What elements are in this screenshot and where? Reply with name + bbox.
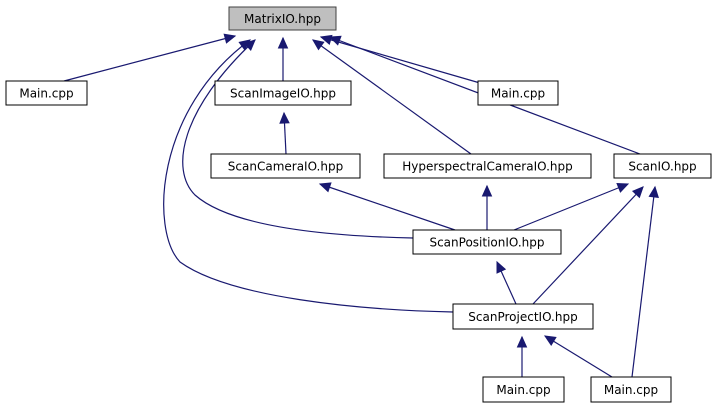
arrowhead	[312, 39, 325, 51]
node-box	[412, 229, 562, 255]
arrowhead	[516, 335, 528, 348]
arrowhead	[279, 111, 290, 124]
arrowhead	[543, 335, 557, 346]
node-main3[interactable]: Main.cpp	[482, 376, 565, 403]
node-scanio[interactable]: ScanIO.hpp	[613, 153, 712, 179]
node-label: Main.cpp	[604, 383, 658, 397]
node-box	[590, 376, 672, 403]
node-label: MatrixIO.hpp	[244, 12, 321, 26]
edge-main4-to-scanio	[631, 185, 659, 378]
edge-main2-to-matrixio	[319, 34, 481, 84]
arrowhead	[223, 33, 237, 44]
edge-scanprojectio-to-matrixio	[163, 39, 454, 313]
node-box	[214, 80, 352, 106]
edge-scanpositionio-to-scanio	[513, 183, 630, 231]
arrowhead	[277, 36, 289, 49]
edge-scanprojectio-to-scanpositionio	[496, 260, 517, 305]
node-scanimageio[interactable]: ScanImageIO.hpp	[214, 80, 352, 106]
edge-scanimageio-to-matrixio	[277, 36, 289, 81]
edge-scanpositionio-to-hyperspectralcameraio	[481, 184, 493, 230]
arrowhead	[243, 39, 256, 52]
node-label: ScanPositionIO.hpp	[429, 236, 544, 250]
node-box	[210, 153, 361, 179]
node-scanpositionio[interactable]: ScanPositionIO.hpp	[412, 229, 562, 255]
node-hyperspectralcameraio[interactable]: HyperspectralCameraIO.hpp	[383, 153, 592, 179]
node-box	[452, 303, 594, 330]
node-box	[482, 376, 565, 403]
edge-scanpositionio-to-scancameraio	[318, 182, 456, 231]
edge-hyperspectralcameraio-to-matrixio	[312, 39, 472, 155]
node-label: Main.cpp	[491, 87, 545, 101]
arrowhead	[319, 34, 333, 45]
node-label: ScanImageIO.hpp	[230, 87, 336, 101]
node-box	[613, 153, 712, 179]
edge-main1-to-matrixio	[63, 33, 237, 82]
arrowhead	[631, 186, 644, 199]
arrowhead	[496, 260, 507, 274]
node-box	[383, 153, 592, 179]
arrowhead	[328, 35, 342, 46]
node-matrixio[interactable]: MatrixIO.hpp	[228, 6, 337, 31]
node-scancameraio[interactable]: ScanCameraIO.hpp	[210, 153, 361, 179]
edge-scancameraio-to-scanimageio	[279, 111, 290, 155]
node-box	[5, 80, 88, 106]
arrowhead	[616, 183, 630, 193]
node-main2[interactable]: Main.cpp	[477, 80, 559, 106]
node-label: ScanProjectIO.hpp	[468, 310, 577, 324]
edges-layer	[63, 33, 659, 378]
node-label: ScanCameraIO.hpp	[228, 160, 343, 174]
edge-scanprojectio-to-scanio	[532, 186, 644, 305]
edge-main4-to-scanprojectio	[543, 335, 613, 378]
node-scanprojectio[interactable]: ScanProjectIO.hpp	[452, 303, 594, 330]
arrowhead	[318, 182, 332, 193]
node-main1[interactable]: Main.cpp	[5, 80, 88, 106]
node-main4[interactable]: Main.cpp	[590, 376, 672, 403]
node-label: HyperspectralCameraIO.hpp	[402, 160, 572, 174]
node-label: Main.cpp	[19, 87, 73, 101]
arrowhead	[481, 184, 493, 197]
arrowhead	[238, 39, 251, 51]
node-box	[477, 80, 559, 106]
edge-scanpositionio-to-matrixio	[182, 39, 414, 239]
arrowhead	[648, 185, 659, 199]
node-box	[228, 6, 337, 31]
node-label: Main.cpp	[496, 383, 550, 397]
edge-main3-to-scanprojectio	[516, 335, 528, 377]
node-label: ScanIO.hpp	[628, 160, 696, 174]
